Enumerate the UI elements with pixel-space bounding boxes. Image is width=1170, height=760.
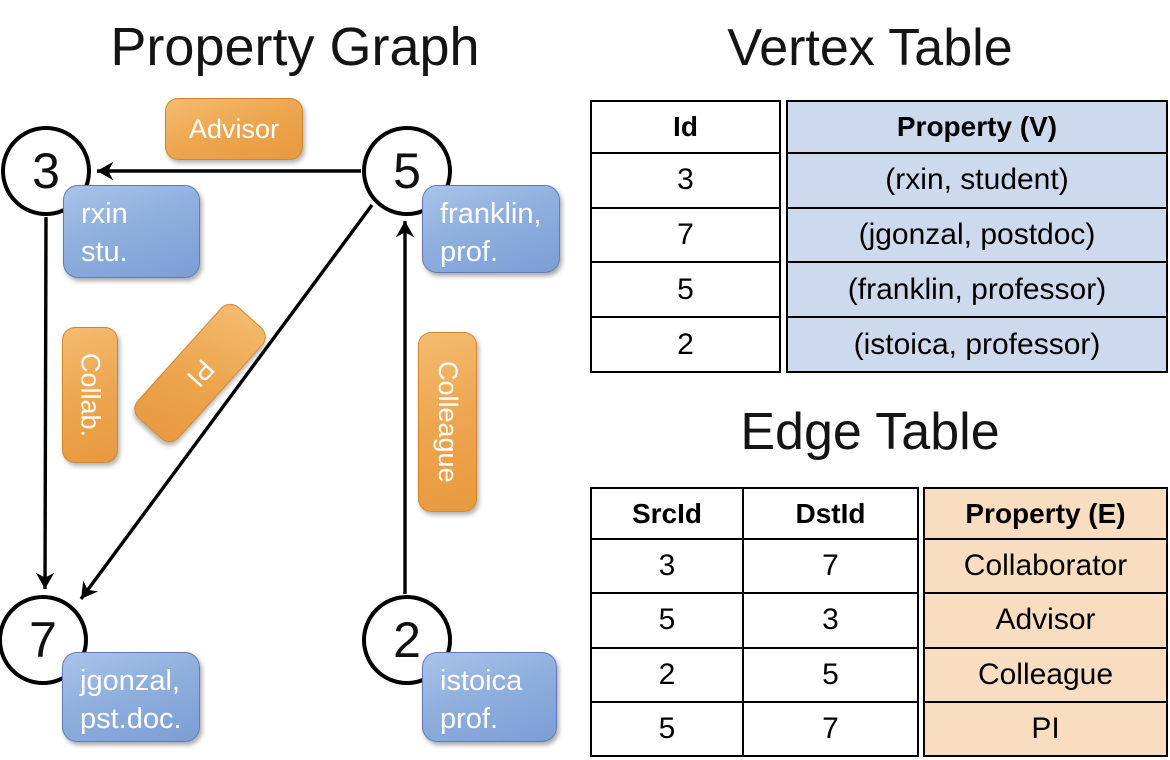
vertex-table-title: Vertex Table [727,19,1013,77]
vertex-node-2: 2 [362,595,452,685]
edge-label-text: Colleague [433,361,463,483]
vertex-id-cell: 5 [590,261,781,319]
table-row: (jgonzal, postdoc) [786,206,1168,264]
edge-table-dst-header: DstId [742,486,919,541]
edge-dst-cell: 7 [742,700,919,758]
vertex-node-5: 5 [362,126,452,216]
edge-table-src-header: SrcId [590,486,744,541]
vertex-id-cell: 7 [590,206,781,264]
edge-table-property-column: Property (E) Collaborator Advisor Collea… [923,486,1168,758]
vertex-property-line: prof. [440,703,499,736]
vertex-property-cell: (franklin, professor) [786,261,1168,319]
edge-src-cell: 2 [590,646,744,703]
edge-src-cell: 3 [590,538,744,595]
edge-label-text: Advisor [188,113,280,144]
vertex-property-line: franklin, [440,198,542,230]
table-row: Colleague [923,646,1168,703]
table-row: (istoica, professor) [786,316,1168,373]
vertex-property-line: prof. [440,236,499,269]
property-graph-title: Property Graph [110,17,480,77]
edge-label-text: PI [180,353,221,393]
edge-line-collab-3-to-7 [35,216,55,590]
vertex-property-cell: (jgonzal, postdoc) [786,206,1168,264]
vertex-node-7-label: 7 [29,612,57,668]
vertex-node-3-label: 3 [32,143,60,199]
edge-dst-cell: 7 [742,538,919,595]
edge-property-cell: Colleague [923,646,1168,703]
edge-label-colleague: Colleague [418,332,477,512]
edge-table-property-header: Property (E) [923,486,1168,541]
table-row: 2 [590,316,781,373]
edge-property-cell: PI [923,700,1168,758]
vertex-table-property-header: Property (V) [786,100,1168,154]
vertex-property-cell: (istoica, professor) [786,316,1168,373]
edge-label-collab: Collab. [62,327,118,463]
vertex-property-line: stu. [81,236,128,269]
table-row: 3 [590,151,781,209]
table-row: Collaborator [923,538,1168,595]
edge-label-advisor: Advisor [165,98,303,160]
vertex-property-cell: (rxin, student) [786,151,1168,209]
vertex-id-cell: 3 [590,151,781,209]
vertex-property-box-franklin: franklin, prof. [422,185,560,273]
edge-table-title: Edge Table [740,403,1000,461]
vertex-property-line: istoica [440,665,523,697]
vertex-table-id-header: Id [590,100,781,154]
edge-label-text: Collab. [75,352,106,438]
vertex-property-line: rxin [81,198,128,230]
edge-property-cell: Collaborator [923,538,1168,595]
table-row: (franklin, professor) [786,261,1168,319]
table-row: 7 [590,206,781,264]
vertex-table-id-column: Id 3 7 5 2 [590,100,781,373]
edge-dst-cell: 5 [742,646,919,703]
vertex-node-5-label: 5 [393,143,421,199]
vertex-property-box-jgonzal: jgonzal, pst.doc. [62,652,200,742]
edge-property-cell: Advisor [923,592,1168,649]
graph-edges-layer [35,161,415,601]
vertex-property-box-istoica: istoica prof. [422,652,557,742]
vertex-id-cell: 2 [590,316,781,373]
table-row: 5 [590,261,781,319]
edge-src-cell: 5 [590,592,744,649]
vertex-property-line: jgonzal, [80,665,180,697]
edge-src-cell: 5 [590,700,744,758]
vertex-node-2-label: 2 [393,612,421,668]
vertex-property-line: pst.doc. [80,703,182,736]
table-row: Advisor [923,592,1168,649]
table-row: (rxin, student) [786,151,1168,209]
vertex-property-box-rxin: rxin stu. [63,185,200,278]
table-row: PI [923,700,1168,758]
vertex-table-property-column: Property (V) (rxin, student) (jgonzal, p… [786,100,1168,373]
edge-dst-cell: 3 [742,592,919,649]
edge-line-pi-5-to-7 [79,203,374,601]
